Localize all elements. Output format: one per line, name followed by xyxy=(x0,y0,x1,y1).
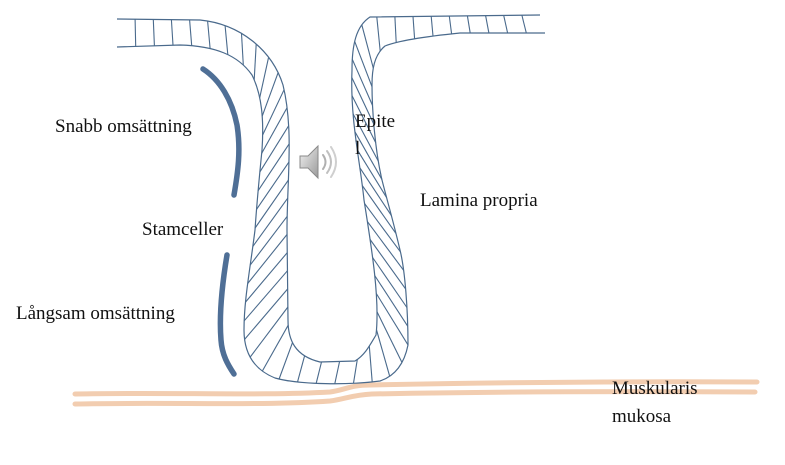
fast-turnover-label: Snabb omsättning xyxy=(55,116,192,137)
epithelial-cell-boundary xyxy=(375,293,409,346)
epithelial-cell-boundary xyxy=(247,234,288,284)
epithelial-cell-boundary xyxy=(253,43,257,80)
epithelial-cell-boundary xyxy=(252,197,289,247)
muscularis-label-line1: Muskularis xyxy=(612,378,698,399)
epithelial-cell-boundary xyxy=(207,20,211,49)
epithelial-cell-boundary xyxy=(364,203,401,253)
epithelial-cell-boundary xyxy=(249,306,289,358)
epithelial-cell-boundary xyxy=(374,275,409,327)
epithelial-cell-boundary xyxy=(372,257,408,308)
epithelial-cell-boundary xyxy=(134,19,137,47)
epithelial-cell-boundary xyxy=(354,41,373,87)
epithelial-cell-boundary xyxy=(352,113,379,162)
epithelial-cell-boundary xyxy=(278,342,294,380)
epithelial-cell-boundary xyxy=(354,131,383,180)
epithelial-cell-boundary xyxy=(351,59,374,106)
epithelial-cell-boundary xyxy=(521,15,527,34)
epithelial-cell-boundary xyxy=(243,270,288,322)
epithelial-cell-boundary xyxy=(259,57,270,98)
epithelial-cell-boundary xyxy=(262,89,285,136)
epithelial-cell-boundary xyxy=(259,125,290,173)
epithelial-cell-boundary xyxy=(368,346,373,382)
speaker-icon[interactable] xyxy=(298,140,340,184)
epithelium-outer-line xyxy=(116,14,541,363)
epithelial-cell-boundary xyxy=(249,215,288,266)
epithelial-cell-boundary xyxy=(352,359,358,384)
epithelial-cell-boundary xyxy=(412,16,416,39)
epithelial-cell-boundary xyxy=(375,329,391,377)
epithelial-cell-boundary xyxy=(296,355,306,383)
lamina-propria-label: Lamina propria xyxy=(420,190,538,211)
epithelial-cell-boundary xyxy=(376,16,381,52)
epithelial-cell-boundary xyxy=(466,15,471,34)
epithelial-cell-boundary xyxy=(170,19,174,46)
epithelial-cell-boundary xyxy=(189,19,193,46)
epithelial-cell-boundary xyxy=(394,16,397,43)
epithelial-cell-boundary xyxy=(256,161,290,210)
muscularis-label-line2: mukosa xyxy=(612,406,672,427)
epithelial-cell-boundary xyxy=(351,95,377,143)
slow-turnover-arrow xyxy=(217,252,237,377)
epithelial-cell-boundary xyxy=(361,185,397,235)
epithelial-cell-boundary xyxy=(359,167,392,216)
epithelial-cell-boundary xyxy=(361,24,374,69)
epithelial-cell-boundary xyxy=(485,15,490,34)
epithelial-cell-boundary xyxy=(244,288,289,340)
epithelial-cell-boundary xyxy=(351,77,375,125)
epithelial-cell-boundary xyxy=(257,143,290,192)
epithelial-cell-boundary xyxy=(315,361,323,384)
epithelial-cell-boundary xyxy=(152,19,155,46)
slow-turnover-label: Långsam omsättning xyxy=(16,303,175,324)
epithelial-cell-boundary xyxy=(254,179,289,229)
crypt-epithelium xyxy=(116,14,545,385)
epithelial-cell-boundary xyxy=(240,33,244,66)
epithelial-cell-boundary xyxy=(261,72,279,117)
epithelial-cell-boundary xyxy=(430,16,434,37)
epithelium-label-line2: l xyxy=(355,138,361,159)
epithelial-cell-boundary xyxy=(376,311,403,363)
epithelial-cell-boundary xyxy=(334,361,341,384)
stem-cells-label: Stamceller xyxy=(142,219,224,240)
epithelial-cell-boundary xyxy=(366,221,405,271)
epithelium-label-line1: Epite xyxy=(355,111,396,132)
epithelial-cell-boundary xyxy=(369,239,407,290)
muscularis-mucosa xyxy=(72,379,760,407)
epithelial-cell-boundary xyxy=(448,16,453,34)
epithelial-cell-boundary xyxy=(245,252,288,303)
epithelial-cell-boundary xyxy=(261,107,288,154)
epithelial-cell-boundary xyxy=(224,25,229,55)
fast-turnover-arrow xyxy=(200,66,242,198)
epithelial-cell-boundary xyxy=(356,149,388,198)
epithelial-cell-boundary xyxy=(503,15,509,34)
epithelial-cell-boundary xyxy=(261,324,289,372)
